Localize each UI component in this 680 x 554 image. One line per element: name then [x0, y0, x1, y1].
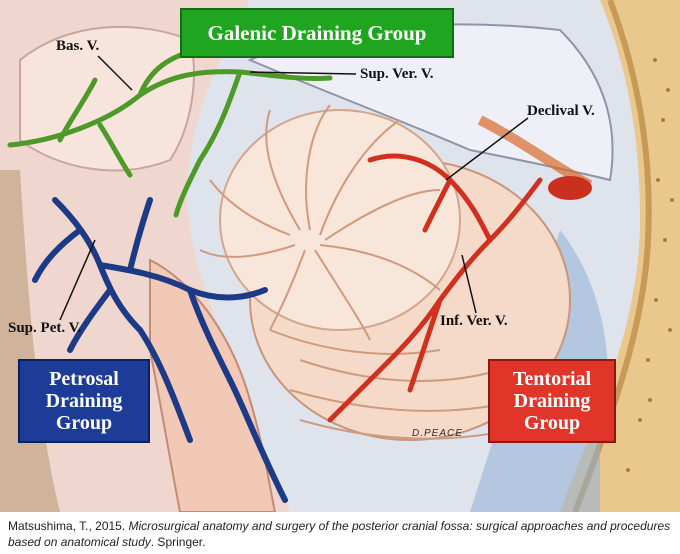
thalamus: [19, 25, 195, 172]
superior-vermian-vein-label: Sup. Ver. V.: [360, 66, 434, 82]
inferior-vermian-vein-label: Inf. Ver. V.: [440, 313, 508, 329]
torcular: [548, 176, 592, 200]
artist-signature: D.PEACE: [412, 428, 463, 439]
bone-texture: [626, 58, 674, 472]
petrosal-veins: [32, 197, 288, 503]
petrous-bone: [0, 170, 60, 512]
galenic-group-label: Galenic Draining Group: [180, 8, 454, 58]
galenic-veins: [7, 47, 333, 218]
declival-vein-label: Declival V.: [527, 103, 595, 119]
tentorial-group-label: Tentorial Draining Group: [488, 359, 616, 443]
cerebellar-folia: [199, 104, 521, 440]
petrosal-group-label: Petrosal Draining Group: [18, 359, 150, 443]
superior-petrosal-vein-label: Sup. Pet. V.: [8, 320, 82, 336]
citation-publisher: . Springer.: [150, 535, 206, 549]
tentorial-veins: [327, 153, 543, 423]
leader-lines: [59, 55, 529, 321]
medulla: [149, 258, 277, 512]
occipital-bone: [560, 0, 680, 512]
vermis: [219, 109, 461, 331]
citation-authors: Matsushima, T., 2015.: [8, 519, 126, 533]
basal-vein-label: Bas. V.: [56, 38, 100, 54]
citation-title: Microsurgical anatomy and surgery of the…: [8, 519, 671, 549]
citation: Matsushima, T., 2015. Microsurgical anat…: [8, 518, 672, 550]
